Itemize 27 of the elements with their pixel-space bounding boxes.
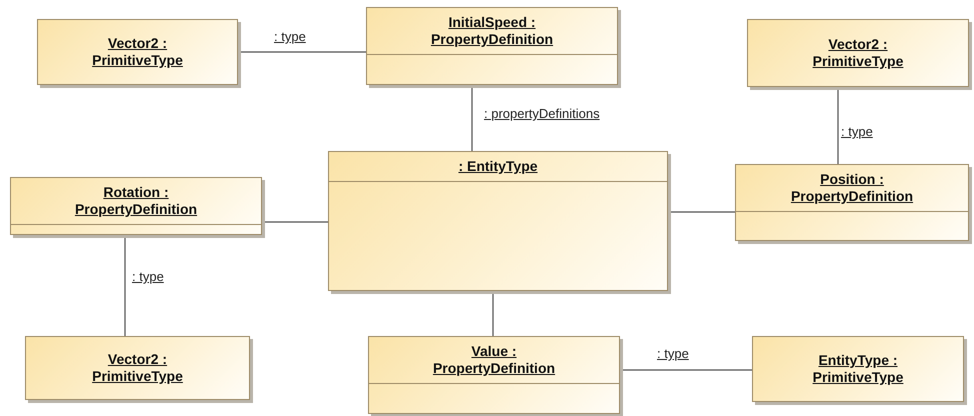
object-box xyxy=(368,336,620,414)
connector-line xyxy=(238,51,366,53)
connector-line xyxy=(262,221,328,223)
object-name: Vector2 : PrimitiveType xyxy=(812,36,904,70)
object-box xyxy=(735,164,969,241)
connector-line xyxy=(492,291,494,336)
object-name: Position : PropertyDefinition xyxy=(790,171,914,205)
object-name: InitialSpeed : PropertyDefinition xyxy=(430,14,554,48)
object-name: Vector2 : PrimitiveType xyxy=(91,35,184,69)
object-box xyxy=(752,336,964,402)
object-box xyxy=(747,19,969,87)
object-box xyxy=(366,7,618,85)
connector-line xyxy=(668,211,735,213)
object-name: EntityType : PrimitiveType xyxy=(812,352,904,386)
object-name: Rotation : PropertyDefinition xyxy=(74,184,198,218)
connector-line xyxy=(124,235,126,336)
connector-line xyxy=(620,369,752,371)
object-name: : EntityType xyxy=(458,158,538,175)
object-name: Vector2 : PrimitiveType xyxy=(91,351,184,385)
object-box xyxy=(10,177,262,235)
connector-line xyxy=(837,87,839,164)
object-name: Value : PropertyDefinition xyxy=(432,343,556,377)
object-box xyxy=(328,151,668,291)
edge-label: : propertyDefinitions xyxy=(482,106,602,121)
object-box xyxy=(25,336,250,400)
connector-line xyxy=(471,85,473,151)
object-box xyxy=(37,19,238,85)
